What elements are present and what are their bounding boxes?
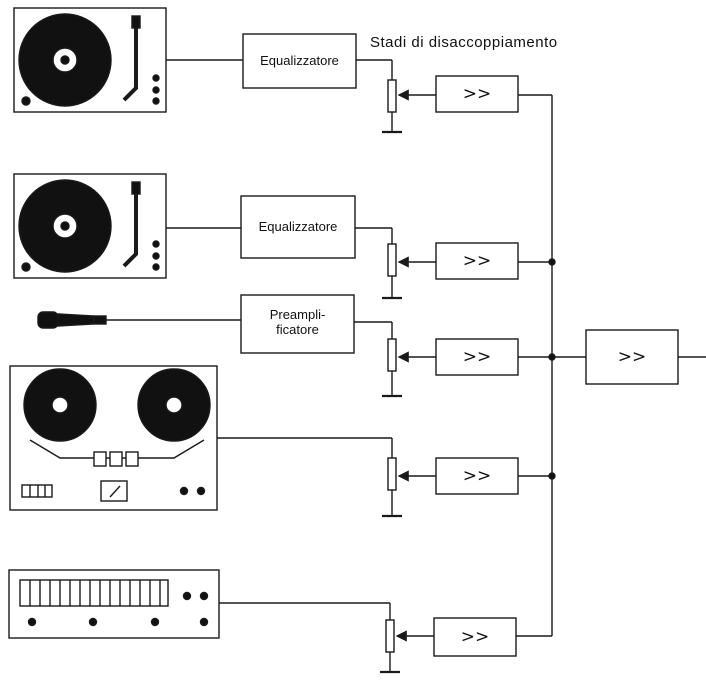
equalizer-box-2 bbox=[240, 195, 356, 259]
preamp-label-line2: ficatore bbox=[276, 322, 319, 337]
potentiometer-2 bbox=[382, 243, 436, 300]
buffer-symbol-2: >> bbox=[462, 251, 492, 271]
buffer-symbol-3: >> bbox=[462, 347, 492, 367]
preamp-box bbox=[240, 294, 355, 354]
equalizer-label-1: Equalizzatore bbox=[260, 53, 339, 68]
potentiometer-3 bbox=[382, 338, 436, 398]
heading-decoupling-stages: Stadi di disaccoppiamento bbox=[370, 34, 558, 51]
preamp-label-line1: Preampli- bbox=[269, 307, 326, 322]
equalizer-label-2: Equalizzatore bbox=[258, 219, 338, 234]
buffer-box-2 bbox=[435, 242, 519, 280]
microphone-icon bbox=[37, 311, 107, 329]
potentiometer-5 bbox=[380, 619, 434, 674]
buffer-symbol-1: >> bbox=[462, 84, 492, 104]
main-amplifier-symbol: >> bbox=[617, 347, 647, 367]
turntable-icon bbox=[13, 173, 167, 279]
tuner-icon bbox=[8, 569, 220, 639]
preamp-label: Preampli- ficatore bbox=[241, 307, 354, 337]
potentiometer-1 bbox=[382, 79, 436, 134]
buffer-box-1 bbox=[435, 75, 519, 113]
tape-recorder-icon bbox=[9, 365, 218, 511]
buffer-box-5 bbox=[433, 617, 517, 657]
turntable-icon bbox=[13, 7, 167, 113]
potentiometer-4 bbox=[382, 457, 436, 518]
buffer-symbol-4: >> bbox=[462, 466, 492, 486]
equalizer-box-1 bbox=[242, 33, 357, 89]
buffer-symbol-5: >> bbox=[460, 627, 490, 647]
